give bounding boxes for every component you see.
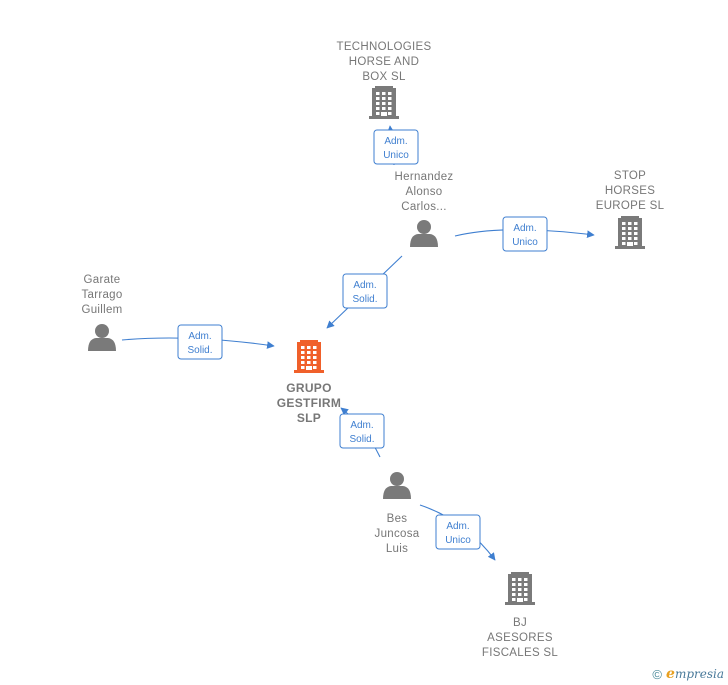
edge-garate-to-grupo: Adm. Solid. [121, 324, 275, 360]
edge-label-box [502, 216, 548, 252]
edge-label-text: Unico [445, 535, 471, 546]
edge-hernandez-to-stop: Adm. Unico [454, 216, 595, 252]
edge-label-text: Solid. [352, 294, 377, 305]
edge-label-adm-unico[interactable]: Adm. Unico [435, 514, 481, 550]
node-label: Luis [386, 543, 408, 555]
person-icon [88, 324, 116, 351]
edge-label-text: Adm. [513, 223, 536, 234]
node-label: HORSE AND [349, 56, 419, 68]
node-label: STOP [614, 170, 646, 182]
node-label: Bes [387, 513, 408, 525]
node-hernandez[interactable]: HernandezAlonsoCarlos... [395, 171, 454, 247]
edge-label-text: Unico [383, 150, 409, 161]
brand-logo-text: mpresia [674, 667, 724, 681]
edge-label-text: Adm. [350, 420, 373, 431]
brand-logo-e: e [666, 666, 675, 682]
node-label: FISCALES SL [482, 647, 558, 659]
node-stop[interactable]: STOP HORSES EUROPE SL [596, 170, 665, 249]
building-icon [505, 572, 535, 605]
node-label: SLP [297, 411, 321, 425]
node-label: TECHNOLOGIES [337, 41, 432, 53]
edge-label-box [177, 324, 223, 360]
node-label: Guillem [81, 304, 122, 316]
node-label: GRUPO [286, 381, 332, 395]
edge-label-text: Adm. [188, 331, 211, 342]
node-label: Carlos... [401, 201, 447, 213]
edge-label-text: Adm. [353, 280, 376, 291]
edge-label-adm-solid[interactable]: Adm. Solid. [342, 273, 388, 309]
node-label: BOX SL [362, 71, 406, 83]
edge-hernandez-to-grupo: Adm. Solid. [326, 255, 403, 329]
building-icon [615, 216, 645, 249]
edge-label-text: Solid. [187, 345, 212, 356]
edge-label-adm-unico[interactable]: Adm. Unico [502, 216, 548, 252]
edge-label-adm-unico[interactable]: Adm. Unico [373, 129, 419, 165]
edge-label-box [435, 514, 481, 550]
edge-label-box [342, 273, 388, 309]
building-icon [369, 86, 399, 119]
node-label: Tarrago [81, 289, 122, 301]
node-label: Alonso [406, 186, 443, 198]
node-bj[interactable]: BJ ASESORES FISCALES SL [482, 572, 558, 659]
node-label: EUROPE SL [596, 200, 665, 212]
edge-label-box [339, 413, 385, 449]
node-label: Juncosa [375, 528, 420, 540]
person-icon [410, 220, 438, 247]
node-label: Garate [84, 274, 121, 286]
edge-bes-to-bj: Adm. Unico [419, 504, 496, 561]
node-label: HORSES [605, 185, 655, 197]
brand-logo[interactable]: empresia [666, 666, 724, 682]
edge-label-text: Solid. [349, 434, 374, 445]
building-icon [294, 340, 324, 373]
edge-bes-to-grupo: Adm. Solid. [339, 407, 385, 458]
node-tech[interactable]: TECHNOLOGIES HORSE AND BOX SL [337, 41, 432, 119]
node-label: BJ [513, 617, 527, 629]
node-label: ASESORES [487, 632, 553, 644]
node-label: GESTFIRM [277, 396, 341, 410]
edge-label-text: Adm. [446, 521, 469, 532]
person-icon [383, 472, 411, 499]
edge-hernandez-to-tech: Adm. Unico [373, 125, 419, 166]
edge-label-adm-solid[interactable]: Adm. Solid. [177, 324, 223, 360]
edge-label-adm-solid[interactable]: Adm. Solid. [339, 413, 385, 449]
node-label: Hernandez [395, 171, 454, 183]
brand-footer: © empresia [652, 666, 724, 682]
edge-label-box [373, 129, 419, 165]
edge-label-text: Unico [512, 237, 538, 248]
copyright-icon: © [652, 666, 663, 682]
edge-label-text: Adm. [384, 136, 407, 147]
